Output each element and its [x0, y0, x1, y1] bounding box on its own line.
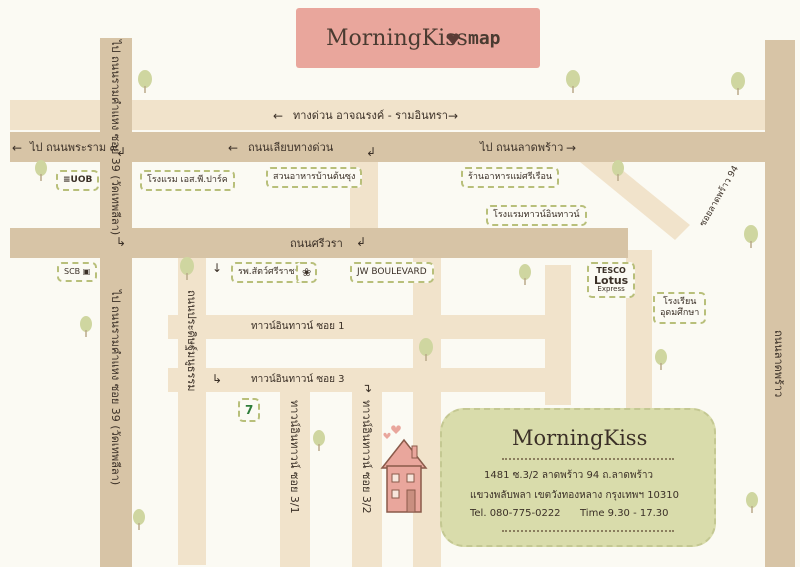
tree-icon — [612, 160, 624, 176]
card-divider — [502, 458, 674, 460]
turn-arrow-icon: ↴ — [362, 381, 373, 395]
leaf-logo-icon: ❀ — [296, 262, 318, 284]
tree-icon — [519, 264, 531, 280]
road-label-ladprao: ถนนลาดพร้าว — [772, 330, 785, 398]
place-townintown-hotel: โรงแรมทาวน์อินทาวน์ — [486, 205, 587, 226]
shop-info-card: MorningKiss 1481 ซ.3/2 ลาดพร้าว 94 ถ.ลาด… — [440, 408, 716, 547]
road-ramkhamhaeng — [100, 38, 132, 567]
tree-icon — [35, 160, 47, 176]
tree-trunks — [40, 86, 753, 530]
arrow-right-icon: → — [566, 141, 577, 155]
turn-arrow-icon: ↲ — [116, 145, 127, 159]
road-vertical-light-3 — [545, 265, 571, 405]
road-label-soi3: ทาวน์อินทาวน์ ซอย 3 — [251, 374, 345, 385]
seven-eleven-icon: 7 — [238, 398, 261, 423]
turn-arrow-icon: ↳ — [116, 235, 127, 249]
tree-icon — [180, 257, 194, 275]
road-soi-3-2 — [352, 380, 382, 567]
road-label-to-ladprao: ไป ถนนลาดพร้าว — [480, 141, 564, 154]
card-telephone: Tel. 080-775-0222 — [470, 508, 561, 519]
road-label-soi32: ทาวน์อินทาวน์ ซอย 3/2 — [360, 400, 373, 514]
road-ladprao-94 — [580, 160, 690, 240]
place-scb: SCB ▣ — [57, 262, 98, 282]
road-label-soi31: ทาวน์อินทาวน์ ซอย 3/1 — [288, 400, 301, 514]
road-soi-3-1 — [280, 380, 310, 567]
heart-icon: ♥ — [446, 30, 461, 49]
road-vertical-light-2 — [413, 255, 441, 567]
map-title-banner: MorningKiss ♥ map — [296, 8, 540, 68]
arrow-left-icon: ← — [228, 141, 239, 155]
place-tesco-lotus: TESCO Lotus Express — [587, 262, 636, 298]
tree-icon — [566, 70, 580, 88]
card-brand: MorningKiss — [512, 426, 648, 450]
title-brand: MorningKiss — [326, 26, 468, 51]
road-label-expressway: ทางด่วน อาจณรงค์ - รามอินทรา — [293, 109, 448, 122]
tree-icon — [313, 430, 325, 446]
tree-icon — [746, 492, 758, 508]
place-uob-label: UOB — [70, 175, 93, 185]
road-townintown-soi1 — [168, 315, 546, 339]
place-school: โรงเรียน อุดมศึกษา — [653, 292, 707, 324]
tree-icon — [655, 349, 667, 365]
place-mae-sriruen: ร้านอาหารแม่ศรีเรือน — [461, 167, 560, 188]
arrow-right-icon: → — [448, 109, 459, 123]
tree-icon — [138, 70, 152, 88]
road-ladprao — [765, 40, 795, 567]
arrow-left-icon: ← — [273, 109, 284, 123]
turn-arrow-icon: ↲ — [356, 235, 367, 249]
place-uob: ≡UOB — [56, 170, 100, 191]
road-label-to-rama9: ไป ถนนพระราม ๙ — [30, 141, 118, 154]
tree-icon — [133, 509, 145, 525]
road-praditmanutham — [178, 255, 206, 565]
road-label-ramkhamhaeng-top: ไป ถนนรามคำแหง ซอย 39 (วัดเทพลีลา) — [109, 40, 122, 236]
bank-icon: ≡ — [63, 175, 71, 185]
card-address-line1: 1481 ซ.3/2 ลาดพร้าว 94 ถ.ลาดพร้าว — [484, 470, 654, 481]
card-opening-time: Time 9.30 - 17.30 — [580, 508, 669, 519]
turn-arrow-icon: ↲ — [366, 145, 377, 159]
card-divider — [502, 530, 674, 532]
house-icon — [380, 425, 428, 513]
lotus-label: Lotus — [594, 274, 629, 287]
express-label: Express — [597, 285, 625, 293]
tree-icon — [731, 72, 745, 90]
title-word: map — [468, 28, 501, 49]
road-label-service-road: ถนนเลียบทางด่วน — [248, 141, 334, 154]
turn-arrow-icon: ↳ — [212, 372, 223, 386]
place-scb-label: SCB — [64, 267, 81, 276]
road-service — [10, 132, 782, 162]
road-label-sriwara: ถนนศรีวรา — [290, 237, 343, 250]
arrow-left-icon: ← — [12, 141, 23, 155]
road-label-praditmanutham: ถนนประดิษฐ์มนูธรรม — [185, 290, 198, 392]
tree-icon — [419, 338, 433, 356]
place-hospital: รพ.สัตว์ศรีราชา — [231, 262, 307, 283]
tree-icon — [80, 316, 92, 332]
road-label-ramkhamhaeng: ไป ถนนรามคำแหง ซอย 39 (วัดเทพลีลา) — [109, 290, 122, 486]
card-address-line2: แขวงพลับพลา เขตวังทองหลาง กรุงเทพฯ 10310 — [470, 490, 679, 501]
place-jw-boulevard: JW BOULEVARD — [350, 262, 434, 283]
road-label-soi1: ทาวน์อินทาวน์ ซอย 1 — [251, 321, 345, 332]
bank-icon: ▣ — [82, 267, 91, 276]
arrow-down-icon: ↓ — [212, 261, 223, 275]
trees — [35, 70, 758, 525]
tesco-label: TESCO — [596, 266, 626, 275]
tree-icon — [744, 225, 758, 243]
place-hotel-sp: โรงแรม เอส.พี.ปาร์ค — [140, 170, 235, 191]
road-expressway — [10, 100, 782, 130]
place-suan-ahan: สวนอาหารบ้านต้นซุง — [266, 167, 363, 188]
